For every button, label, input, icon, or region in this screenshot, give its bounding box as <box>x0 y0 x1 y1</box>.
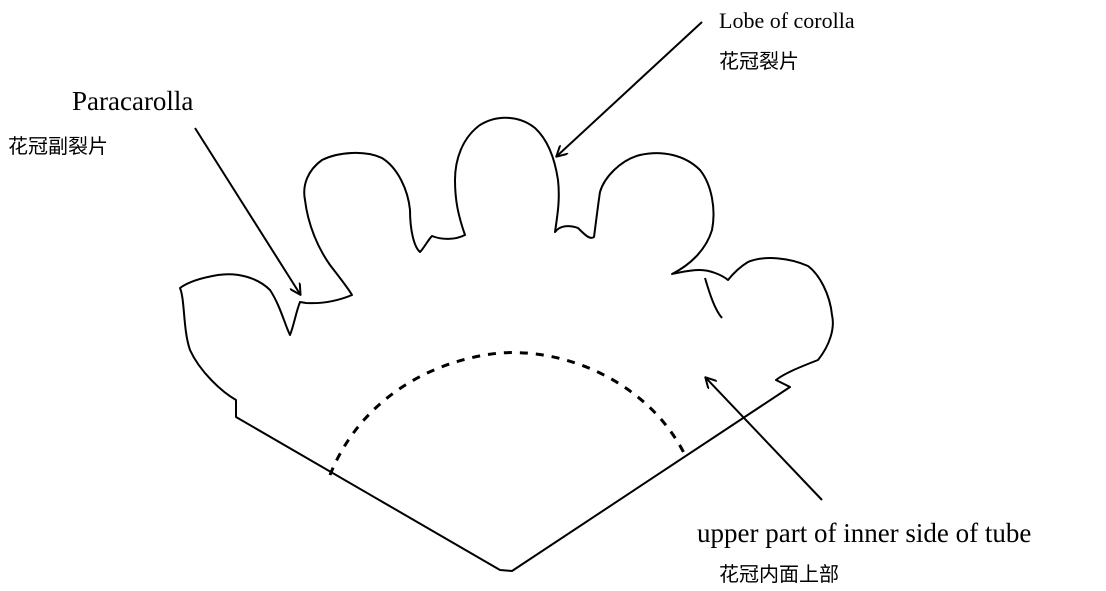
lobe-label-zh: 花冠裂片 <box>719 51 799 71</box>
arrow-upper-tube <box>706 378 822 500</box>
tube-boundary-dashed <box>330 353 685 475</box>
lobe-label: Lobe of corolla <box>719 10 855 32</box>
upper-tube-label-zh: 花冠内面上部 <box>719 564 839 584</box>
lobe-notch-detail <box>705 278 722 318</box>
paracarolla-label-zh: 花冠副裂片 <box>8 136 108 156</box>
upper-tube-label: upper part of inner side of tube <box>697 520 1031 547</box>
arrow-paracarolla <box>195 128 300 294</box>
corolla-outline <box>180 118 833 571</box>
paracarolla-label: Paracarolla <box>72 88 193 115</box>
arrow-lobe <box>557 22 702 156</box>
